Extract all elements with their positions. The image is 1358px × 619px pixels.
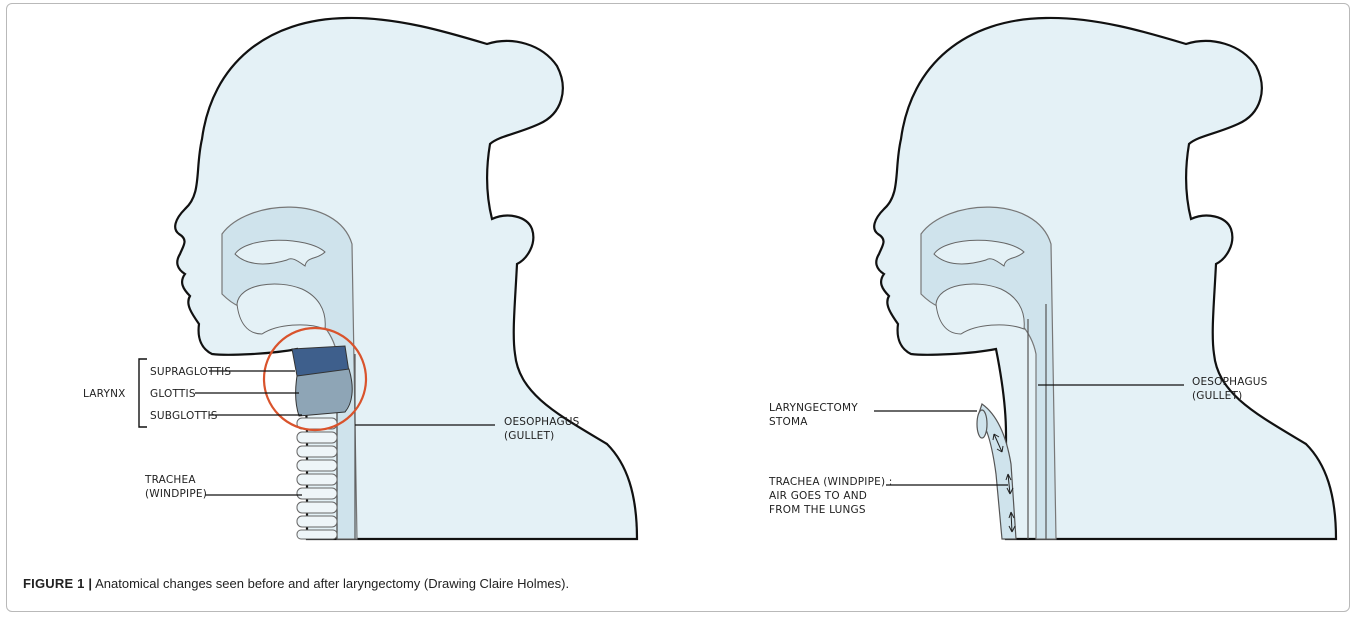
figure-caption: FIGURE 1 | Anatomical changes seen befor… bbox=[23, 576, 569, 591]
caption-lead: FIGURE 1 | bbox=[23, 576, 92, 591]
anatomy-illustration: SUPRAGLOTTIS LARYNX GLOTTIS SUBGLOTTIS T… bbox=[7, 4, 1350, 564]
right-head-silhouette: LARYNGECTOMY STOMA TRACHEA (WINDPIPE) : … bbox=[768, 18, 1336, 539]
label-subglottis: SUBGLOTTIS bbox=[150, 410, 218, 422]
label-stoma-line2: STOMA bbox=[769, 416, 808, 428]
label-oesophagus-line1: OESOPHAGUS bbox=[1192, 376, 1268, 388]
label-oesophagus-line2: (GULLET) bbox=[504, 430, 554, 442]
label-trachea-line3: FROM THE LUNGS bbox=[769, 504, 866, 516]
label-trachea-line2: (WINDPIPE) bbox=[145, 488, 207, 500]
label-trachea-line2: AIR GOES TO AND bbox=[769, 490, 867, 502]
stoma-opening bbox=[977, 410, 987, 438]
trachea-rings bbox=[297, 418, 337, 539]
caption-text: Anatomical changes seen before and after… bbox=[95, 576, 569, 591]
glottis-region bbox=[296, 369, 353, 416]
label-oesophagus-line2: (GULLET) bbox=[1192, 390, 1242, 402]
larynx-bracket bbox=[139, 359, 147, 427]
label-supraglottis: SUPRAGLOTTIS bbox=[150, 366, 231, 378]
figure-frame: SUPRAGLOTTIS LARYNX GLOTTIS SUBGLOTTIS T… bbox=[6, 3, 1350, 612]
label-oesophagus-line1: OESOPHAGUS bbox=[504, 416, 580, 428]
label-trachea-line1: TRACHEA (WINDPIPE) : bbox=[768, 476, 893, 488]
label-stoma-line1: LARYNGECTOMY bbox=[769, 402, 858, 414]
label-trachea-line1: TRACHEA bbox=[144, 474, 196, 486]
label-glottis: GLOTTIS bbox=[150, 388, 196, 400]
left-head-silhouette: SUPRAGLOTTIS LARYNX GLOTTIS SUBGLOTTIS T… bbox=[83, 18, 637, 539]
label-larynx: LARYNX bbox=[83, 388, 126, 400]
